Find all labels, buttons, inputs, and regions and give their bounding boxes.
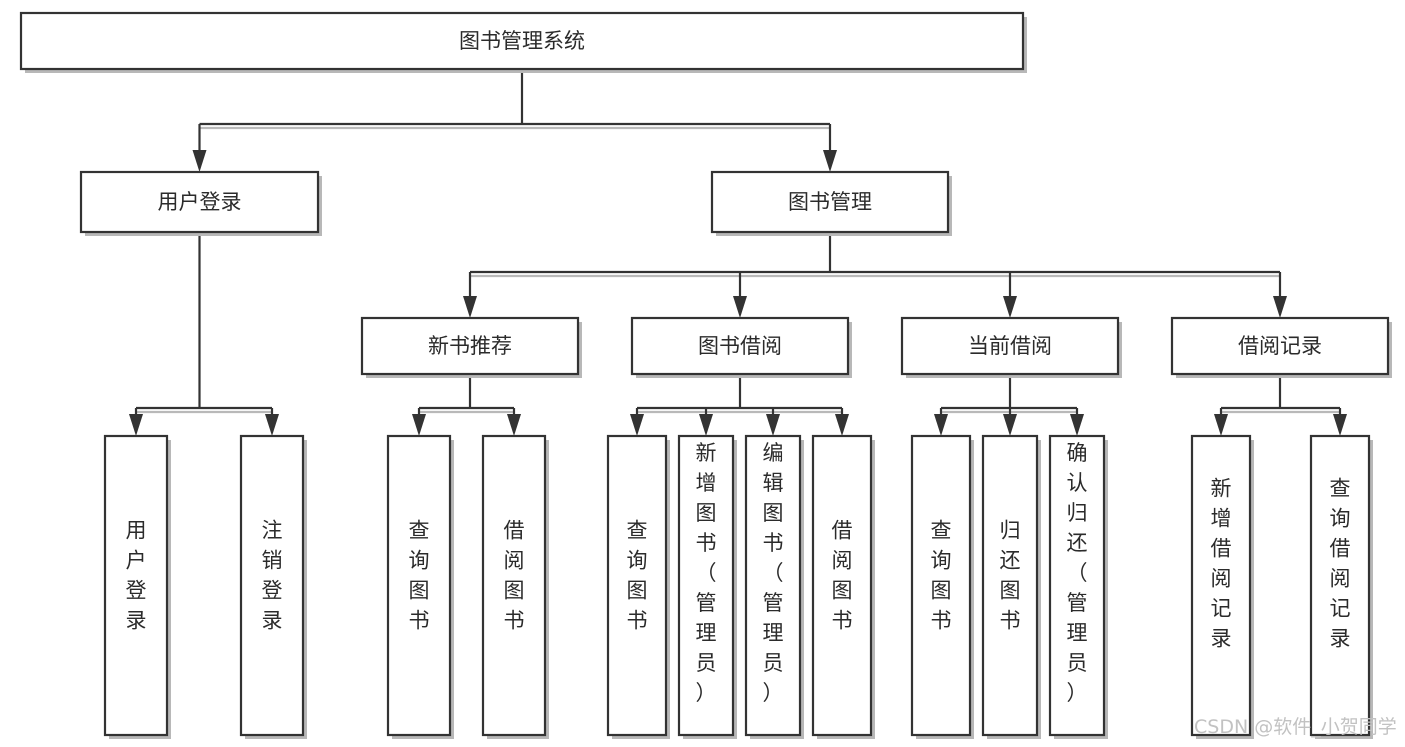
arrow-head-icon bbox=[1333, 414, 1347, 436]
node-leaf-return-book-label: 归还图书 bbox=[1000, 519, 1021, 633]
arrow-head-icon bbox=[823, 150, 837, 172]
node-new-book-recommend-label: 新书推荐 bbox=[428, 334, 512, 358]
arrow-head-icon bbox=[699, 414, 713, 436]
node-leaf-user-logout[interactable] bbox=[239, 434, 305, 737]
arrow-head-icon bbox=[1273, 296, 1287, 318]
node-leaf-borrow-book-1-label: 借阅图书 bbox=[504, 519, 525, 633]
node-leaf-user-login[interactable] bbox=[103, 434, 169, 737]
node-user-login-label: 用户登录 bbox=[158, 190, 242, 214]
node-book-borrow[interactable] bbox=[630, 316, 850, 376]
node-leaf-edit-book[interactable] bbox=[744, 434, 802, 737]
node-leaf-query-book-3[interactable] bbox=[910, 434, 972, 737]
node-leaf-query-record[interactable] bbox=[1309, 434, 1371, 737]
node-leaf-query-book-3-label: 查询图书 bbox=[931, 519, 952, 633]
arrow-head-icon bbox=[1070, 414, 1084, 436]
node-leaf-borrow-book-2[interactable] bbox=[811, 434, 873, 737]
csdn-watermark: CSDN @软件_小贺同学 bbox=[1194, 716, 1397, 738]
node-user-login[interactable] bbox=[79, 170, 320, 234]
arrow-head-icon bbox=[1003, 414, 1017, 436]
node-leaf-confirm-return[interactable] bbox=[1048, 434, 1106, 737]
node-borrow-record[interactable] bbox=[1170, 316, 1390, 376]
arrow-head-icon bbox=[1003, 296, 1017, 318]
node-leaf-add-record-label: 新增借阅记录 bbox=[1211, 477, 1232, 651]
node-boxes-layer: 图书管理系统用户登录图书管理新书推荐图书借阅当前借阅借阅记录用户登录注销登录查询… bbox=[19, 11, 1392, 739]
node-leaf-user-logout-label: 注销登录 bbox=[262, 519, 283, 633]
arrow-head-icon bbox=[630, 414, 644, 436]
arrow-head-icon bbox=[1214, 414, 1228, 436]
arrow-head-icon bbox=[934, 414, 948, 436]
node-leaf-add-record[interactable] bbox=[1190, 434, 1252, 737]
connector-edges-layer bbox=[129, 69, 1347, 436]
node-leaf-query-book-1[interactable] bbox=[386, 434, 452, 737]
node-root[interactable] bbox=[19, 11, 1025, 71]
arrow-head-icon bbox=[265, 414, 279, 436]
arrow-head-icon bbox=[192, 150, 207, 172]
node-current-borrow[interactable] bbox=[900, 316, 1120, 376]
arrow-head-icon bbox=[507, 414, 521, 436]
node-leaf-add-book[interactable] bbox=[677, 434, 735, 737]
node-leaf-return-book[interactable] bbox=[981, 434, 1039, 737]
arrow-head-icon bbox=[733, 296, 747, 318]
node-leaf-borrow-book-2-label: 借阅图书 bbox=[832, 519, 853, 633]
node-leaf-add-book-label: 新增图书（管理员） bbox=[696, 441, 717, 705]
node-current-borrow-label: 当前借阅 bbox=[968, 334, 1052, 358]
node-leaf-borrow-book-1[interactable] bbox=[481, 434, 547, 737]
node-book-manage-label: 图书管理 bbox=[788, 190, 872, 214]
arrow-head-icon bbox=[412, 414, 426, 436]
node-leaf-edit-book-label: 编辑图书（管理员） bbox=[763, 441, 784, 705]
node-root-label: 图书管理系统 bbox=[459, 29, 585, 53]
node-book-manage[interactable] bbox=[710, 170, 950, 234]
node-leaf-query-record-label: 查询借阅记录 bbox=[1330, 477, 1351, 651]
node-leaf-confirm-return-label: 确认归还（管理员） bbox=[1067, 441, 1088, 705]
node-leaf-query-book-2[interactable] bbox=[606, 434, 668, 737]
node-borrow-record-label: 借阅记录 bbox=[1238, 334, 1322, 358]
arrow-head-icon bbox=[463, 296, 477, 318]
arrow-head-icon bbox=[835, 414, 849, 436]
node-leaf-query-book-2-label: 查询图书 bbox=[627, 519, 648, 633]
node-new-book-recommend[interactable] bbox=[360, 316, 580, 376]
arrow-head-icon bbox=[766, 414, 780, 436]
node-leaf-user-login-label: 用户登录 bbox=[126, 519, 147, 633]
node-book-borrow-label: 图书借阅 bbox=[698, 334, 782, 358]
arrow-head-icon bbox=[129, 414, 143, 436]
node-leaf-query-book-1-label: 查询图书 bbox=[409, 519, 430, 633]
